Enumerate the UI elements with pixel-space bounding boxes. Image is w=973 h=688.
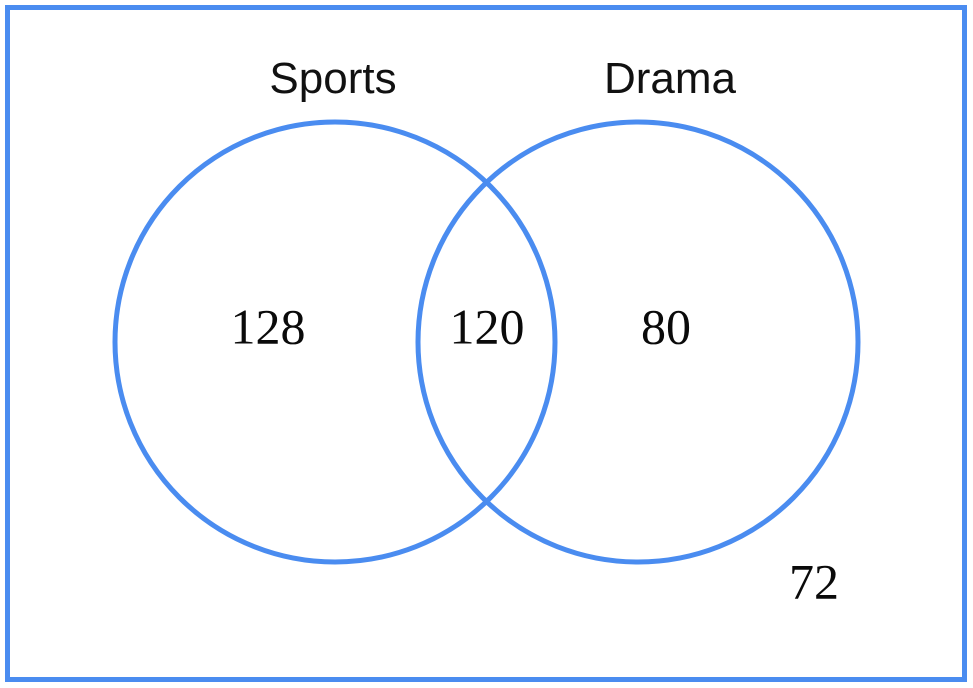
set-label-drama: Drama bbox=[604, 54, 737, 103]
circle-drama[interactable] bbox=[415, 119, 861, 565]
value-sports-only: 128 bbox=[231, 298, 306, 354]
circle-sports[interactable] bbox=[112, 119, 558, 565]
value-intersection: 120 bbox=[450, 298, 525, 354]
value-outside-universe: 72 bbox=[789, 553, 839, 609]
value-drama-only: 80 bbox=[641, 298, 691, 354]
set-label-sports: Sports bbox=[269, 54, 396, 103]
universe-rectangle bbox=[5, 5, 967, 682]
